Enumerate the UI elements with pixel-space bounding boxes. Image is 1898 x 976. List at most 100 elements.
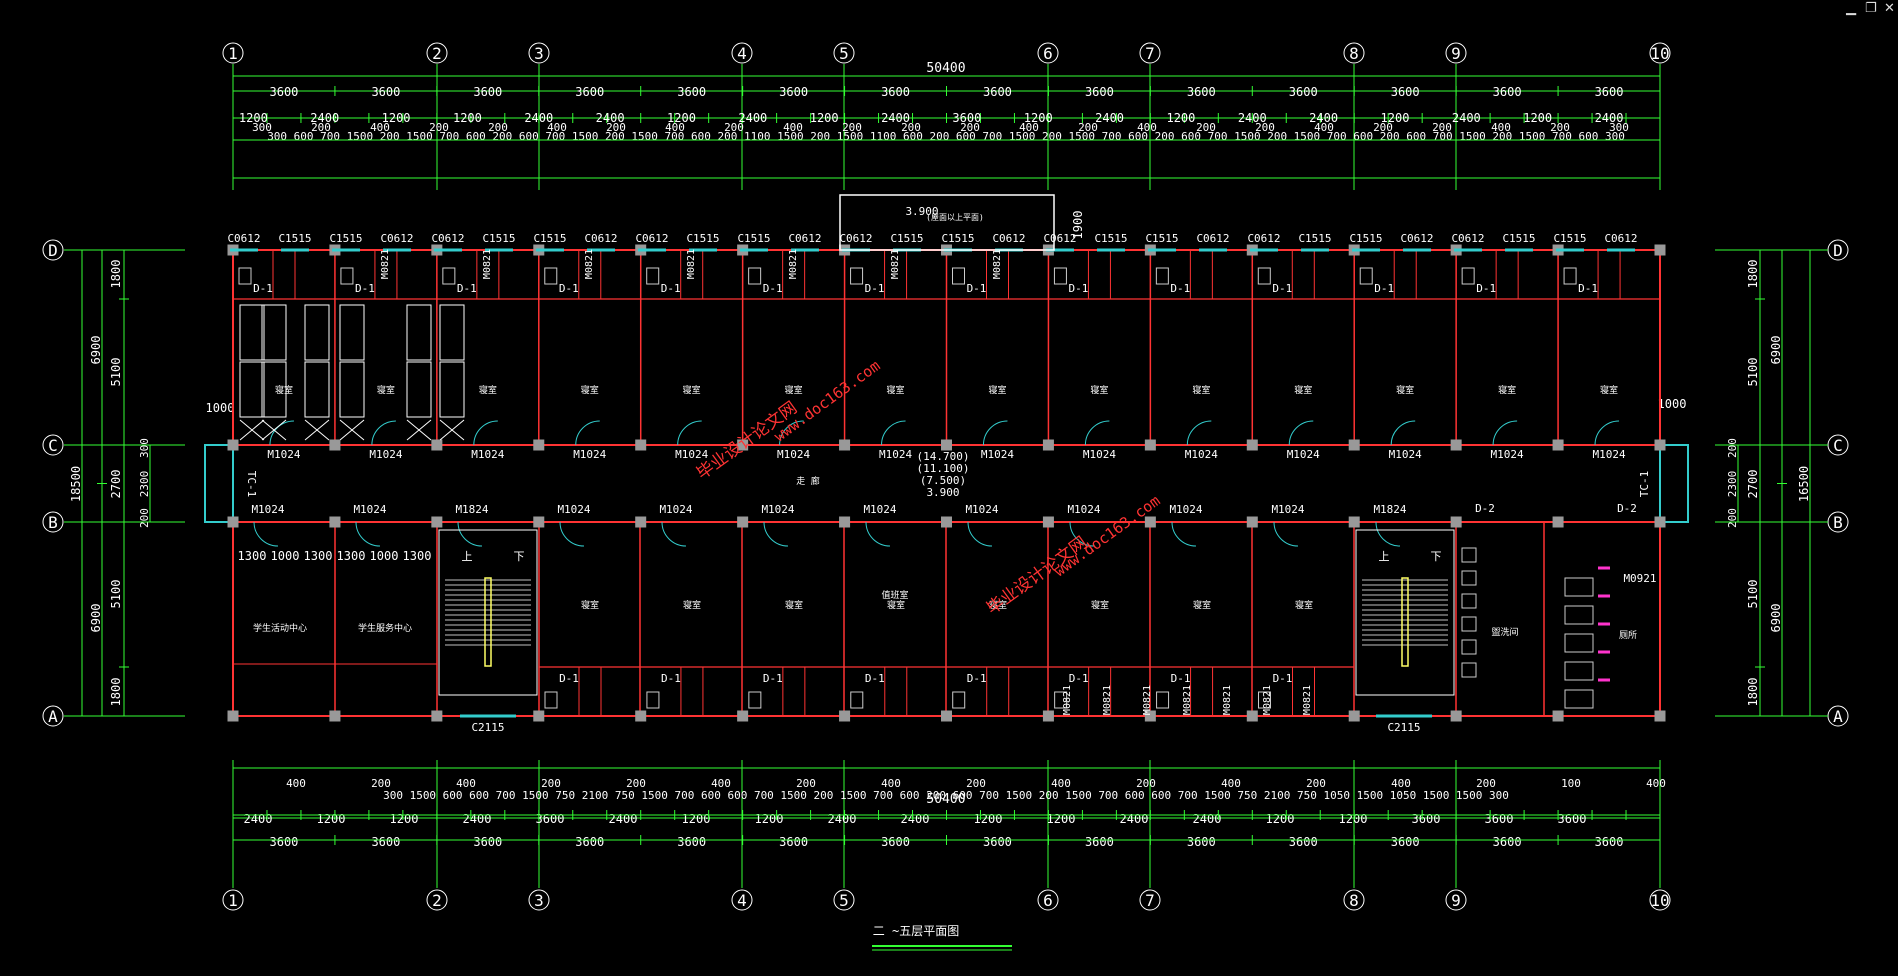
structural-column	[1144, 516, 1156, 528]
structural-column	[431, 516, 443, 528]
dimension-total-bottom: 50400	[926, 792, 965, 807]
dimension-top-1: 3600	[1493, 85, 1522, 99]
toilet-fixture	[646, 691, 660, 709]
dimension-bottom-2: 2400	[609, 812, 638, 826]
window-label-top: C0612	[788, 232, 821, 245]
axis-bubble	[42, 705, 64, 727]
corridor-elevation: 3.900	[926, 486, 959, 499]
door-swing	[661, 521, 687, 547]
door-label-south: M1024	[863, 503, 896, 516]
toilet-fixture	[1359, 267, 1373, 285]
dimension-top-2: 2400	[1452, 111, 1481, 125]
dimension-bottom-2: 2400	[828, 812, 857, 826]
minimize-icon[interactable]: ▁	[1846, 1, 1856, 16]
restore-icon[interactable]: ❐	[1865, 1, 1877, 16]
structural-column	[737, 439, 749, 451]
bunk-bed	[439, 361, 465, 418]
axis-bubble	[1343, 889, 1365, 911]
wc-stall	[1564, 577, 1594, 597]
axis-bubble	[731, 42, 753, 64]
window-label-top: C0612	[1604, 232, 1637, 245]
wash-sink	[1461, 639, 1477, 655]
dimension-top-3b: 200	[842, 121, 862, 134]
dimension-bay: 1300	[304, 549, 333, 563]
toilet-fixture	[952, 691, 966, 709]
axis-label-10: 10	[1650, 44, 1669, 63]
window-label-top: C0612	[380, 232, 413, 245]
wash-sink	[1461, 593, 1477, 609]
window-label-top: C0612	[1247, 232, 1280, 245]
door-label-south: M1024	[761, 503, 794, 516]
bath-door-label: M0821	[380, 249, 391, 279]
stair-up-label: 上	[1379, 550, 1390, 563]
dimension-right-outer: 16500	[1797, 466, 1811, 502]
window-label-top: C1515	[941, 232, 974, 245]
bunk-bed	[406, 304, 432, 361]
d1-label: D-1	[661, 672, 681, 685]
dimension-left-corr: 2300	[138, 471, 151, 498]
close-icon[interactable]: ✕	[1884, 1, 1895, 16]
room-dorm-label: 寝室	[1396, 384, 1414, 396]
room-wc-label: 厕所	[1619, 630, 1637, 641]
axis-label-2: 2	[432, 891, 442, 910]
structural-column	[839, 516, 851, 528]
toilet-fixture	[850, 691, 864, 709]
bath-door-label: M0821	[584, 249, 595, 279]
bunk-bed	[304, 304, 330, 361]
bunk-bed	[339, 304, 365, 361]
axis-label-D: D	[48, 241, 58, 260]
window-label-top: C1515	[1298, 232, 1331, 245]
axis-bubble	[1445, 42, 1467, 64]
axis-label-4: 4	[737, 891, 747, 910]
structural-column	[1144, 710, 1156, 722]
stair-down-label: 下	[514, 550, 525, 563]
room-dorm-label: 寝室	[988, 384, 1006, 396]
room-label-left2: 学生服务中心	[358, 622, 412, 634]
axis-bubble	[1445, 889, 1467, 911]
structural-column	[635, 439, 647, 451]
d1-label: D-1	[1069, 672, 1089, 685]
d1-label: D-1	[1578, 282, 1598, 295]
door-label-north: M1024	[981, 448, 1014, 461]
d1-label: D-1	[1171, 672, 1191, 685]
room-dorm-label: 寝室	[887, 384, 905, 396]
c2115-label: C2115	[471, 721, 504, 734]
door-swing	[457, 521, 483, 547]
dimension-top-1: 3600	[677, 85, 706, 99]
dimension-bottom-2: 2400	[1120, 812, 1149, 826]
corridor-elevation: (11.100)	[917, 462, 970, 475]
structural-column	[1552, 710, 1564, 722]
room-dorm-label: 寝室	[989, 599, 1007, 611]
door-label-south: M1024	[1271, 503, 1304, 516]
dimension-left-inner: 1800	[109, 678, 123, 707]
structural-column	[1246, 516, 1258, 528]
dimension-top-2: 2400	[310, 111, 339, 125]
room-dorm-label: 寝室	[1294, 384, 1312, 396]
door-swing	[1273, 521, 1299, 547]
door-label-north: M1024	[1287, 448, 1320, 461]
dimension-top-3b: 300	[252, 121, 272, 134]
dimension-bottom-3b: 200	[1476, 777, 1496, 790]
door-label-north: M1024	[1083, 448, 1116, 461]
d1-label: D-1	[661, 282, 681, 295]
dimension-top-3b: 200	[311, 121, 331, 134]
axis-label-9: 9	[1451, 44, 1461, 63]
axis-bubble	[1037, 889, 1059, 911]
d1-label: D-1	[253, 282, 273, 295]
bath-door-label: M0821	[1262, 685, 1273, 715]
dimension-bottom-3b: 400	[1051, 777, 1071, 790]
bunk-bed	[406, 361, 432, 418]
door-swing	[1375, 521, 1401, 547]
axis-bubble	[731, 889, 753, 911]
axis-label-7: 7	[1145, 44, 1155, 63]
axis-bubble	[1649, 889, 1671, 911]
bunk-bed	[339, 361, 365, 418]
dimension-top-1: 3600	[881, 85, 910, 99]
dimension-top-3b: 200	[1255, 121, 1275, 134]
d1-label: D-1	[967, 672, 987, 685]
door-swing	[865, 521, 891, 547]
axis-label-4: 4	[737, 44, 747, 63]
tc1-right: TC-1	[1638, 471, 1651, 498]
axis-bubble	[833, 889, 855, 911]
